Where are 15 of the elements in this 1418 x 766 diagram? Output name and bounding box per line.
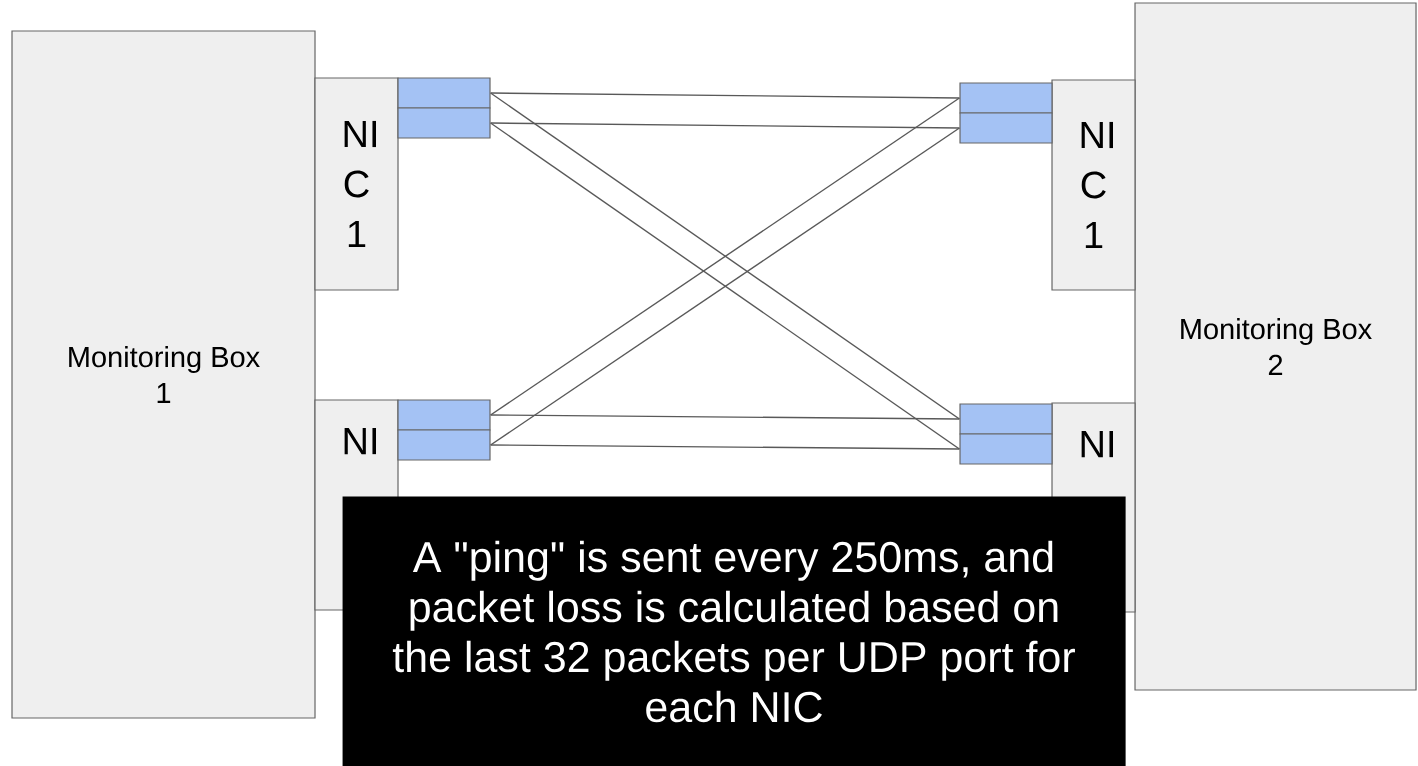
cable-line xyxy=(489,414,961,420)
note-box: A "ping" is sent every 250ms, and packet loss is calculated based on the last 32 packets per UDP port for each NIC xyxy=(342,496,1126,766)
port-box xyxy=(959,403,1053,435)
nic-box: NI C 1 xyxy=(314,77,399,291)
port-box xyxy=(959,433,1053,465)
port-box xyxy=(959,82,1053,114)
cable-line xyxy=(489,92,961,99)
nic-box: NI C 1 xyxy=(1051,79,1136,291)
cable-line xyxy=(489,444,961,450)
port-box xyxy=(397,429,491,461)
port-box xyxy=(397,107,491,139)
cable-line xyxy=(489,122,961,129)
port-box xyxy=(397,399,491,431)
port-box xyxy=(959,112,1053,144)
port-box xyxy=(397,77,491,109)
